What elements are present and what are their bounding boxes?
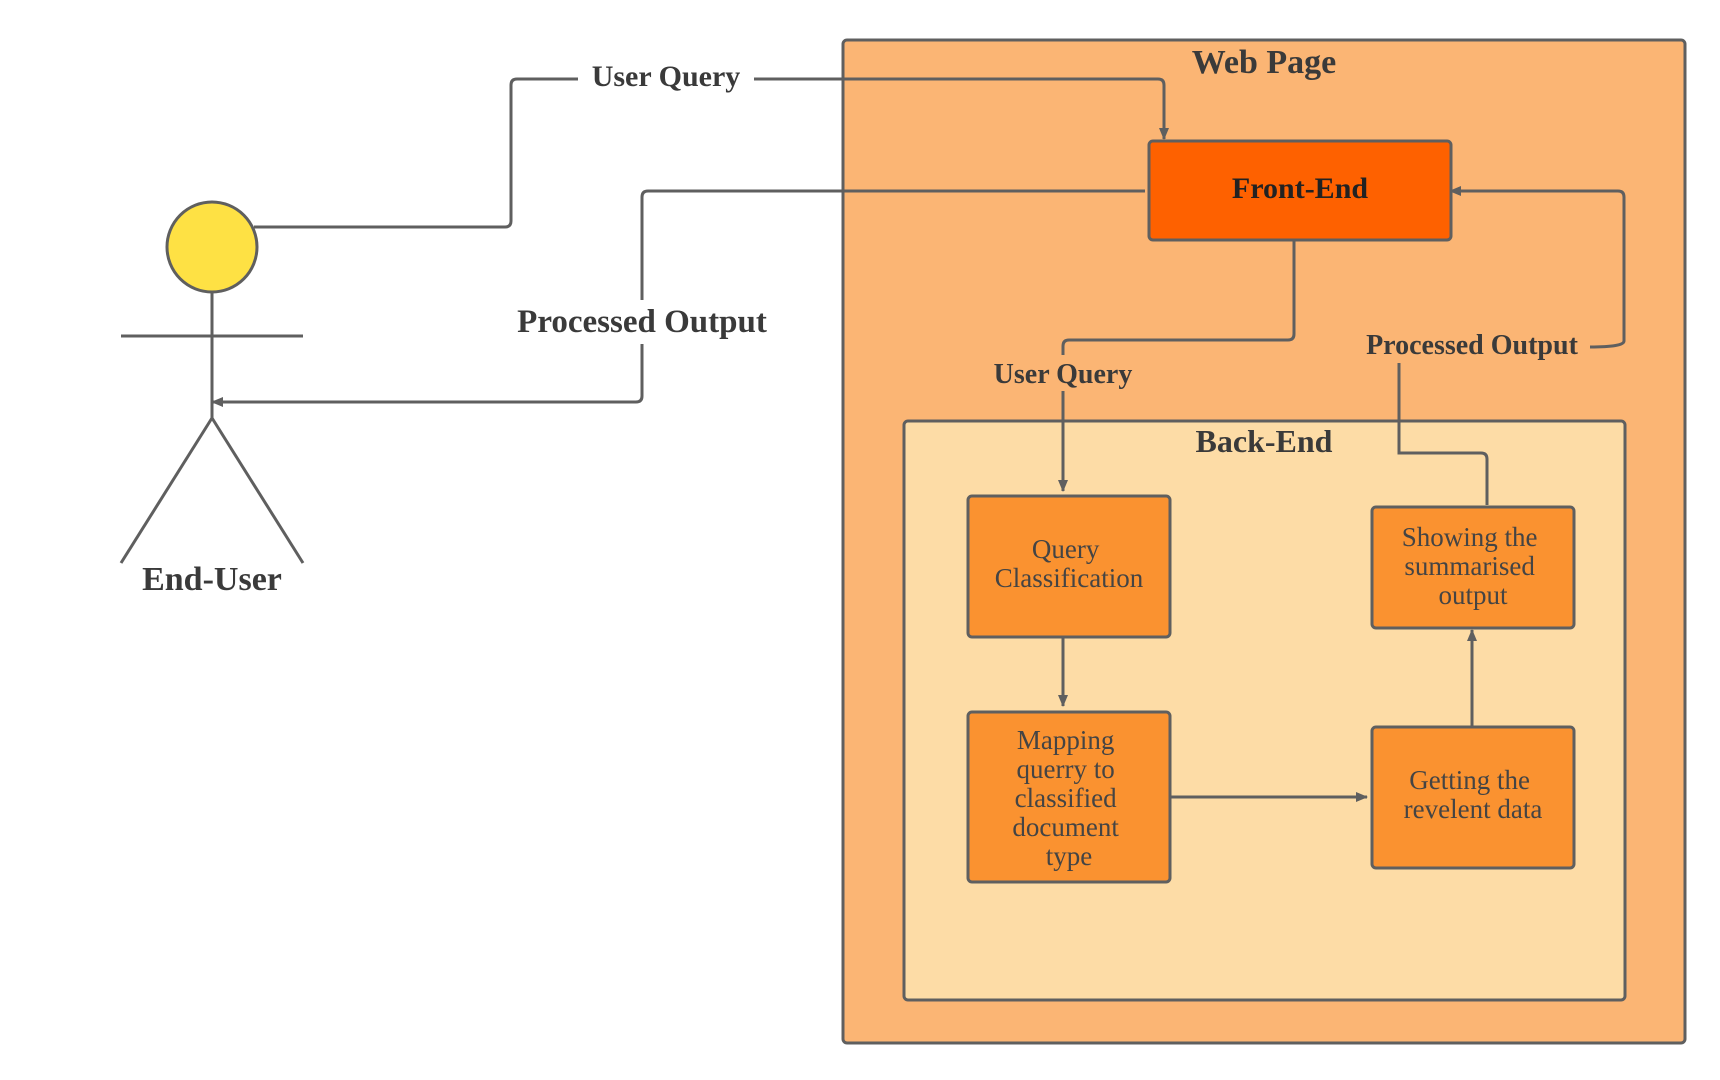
front-end-node	[1147, 139, 1453, 242]
actor-right-leg	[210, 417, 305, 564]
showing-output-line: output	[1438, 580, 1508, 610]
actor-head	[165, 200, 259, 294]
mapping-line: classified	[1015, 783, 1117, 813]
end-user-actor-icon	[119, 200, 305, 564]
getting-data-label: Getting the revelent data	[1404, 765, 1543, 824]
edge-label-processed-output-left: Processed Output	[517, 304, 767, 340]
mapping-label: Mapping querry to classified document ty…	[1012, 725, 1125, 871]
query-classification-line: Query	[1032, 534, 1100, 564]
mapping-line: type	[1046, 841, 1093, 871]
mapping-node	[966, 710, 1172, 884]
actor-left-leg	[119, 417, 214, 564]
edge-user-query-to-frontend	[254, 77, 1169, 229]
edge-user-query-to-backend	[1058, 240, 1296, 492]
front-end-label: Front-End	[1232, 172, 1368, 205]
getting-data-line: revelent data	[1404, 794, 1543, 824]
mapping-line: document	[1012, 812, 1119, 842]
edge-processed-output-to-frontend	[1397, 191, 1626, 505]
mapping-line: Mapping	[1017, 725, 1115, 755]
edge-label-processed-output-right: Processed Output	[1366, 330, 1578, 361]
web-page-title: Web Page	[1192, 44, 1336, 81]
back-end-title: Back-End	[1196, 423, 1333, 459]
edge-label-background	[984, 355, 1142, 391]
edge-label-user-query-top: User Query	[592, 60, 741, 93]
mapping-line: querry to	[1017, 754, 1115, 784]
query-classification-node	[966, 494, 1172, 639]
showing-output-line: summarised	[1404, 551, 1535, 581]
query-classification-line: Classification	[995, 563, 1144, 593]
edge-processed-output-to-user	[211, 189, 1145, 407]
end-user-label: End-User	[142, 561, 282, 598]
getting-data-line: Getting the	[1409, 765, 1530, 795]
showing-output-line: Showing the	[1402, 522, 1538, 552]
edge-label-background	[500, 300, 785, 344]
getting-data-node	[1370, 725, 1576, 870]
showing-output-label: Showing the summarised output	[1402, 522, 1545, 610]
showing-output-node	[1370, 505, 1576, 630]
edge-label-background	[578, 58, 754, 94]
query-classification-label: Query Classification	[995, 534, 1144, 593]
edge-label-user-query-inner: User Query	[994, 359, 1133, 390]
